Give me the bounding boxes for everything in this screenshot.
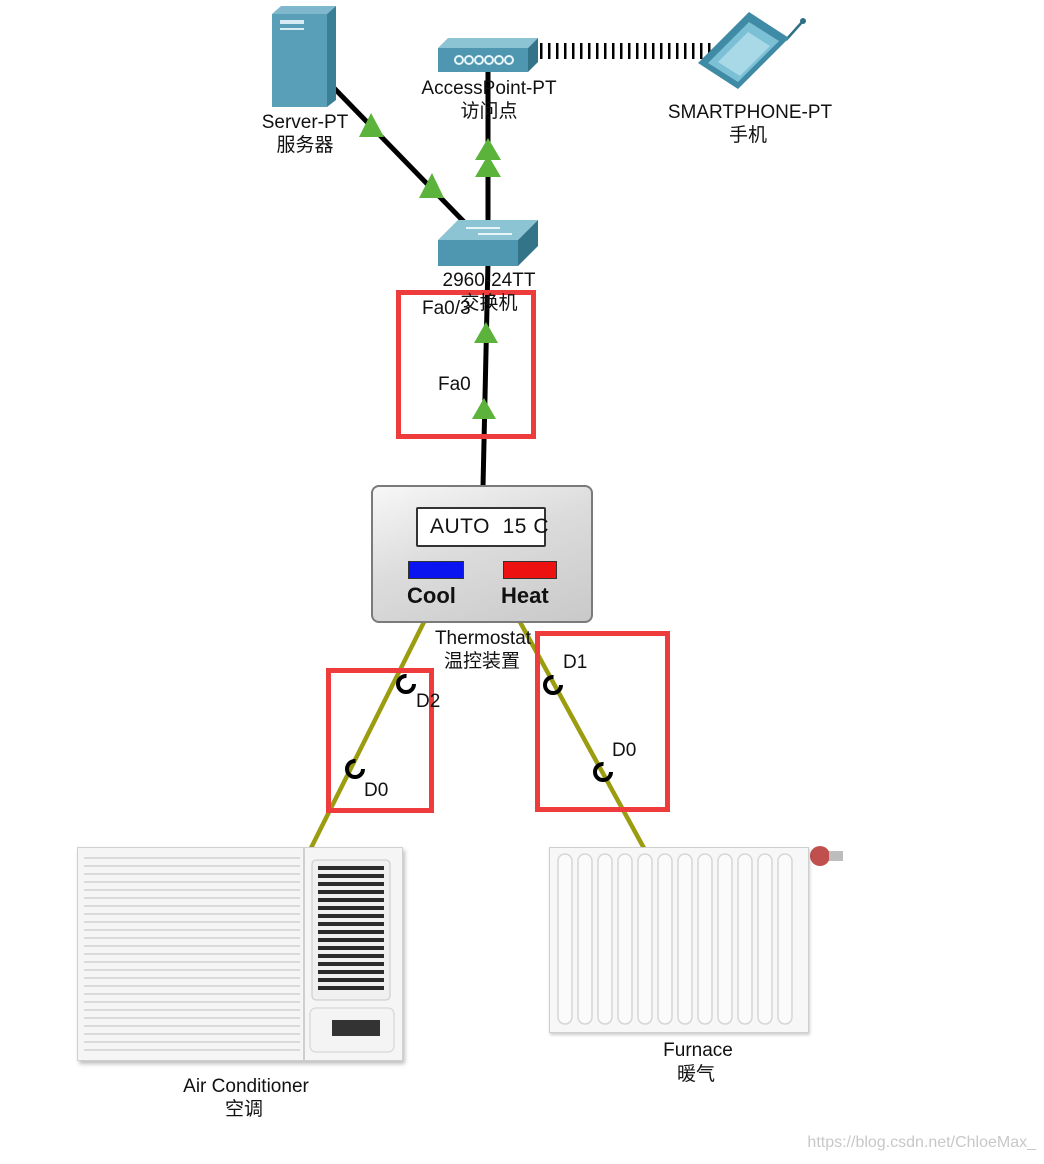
heat-indicator <box>503 561 557 579</box>
highlight-box-switch-thermostat <box>396 290 536 439</box>
connector-ring <box>345 759 365 779</box>
furnace-device[interactable] <box>549 847 809 1033</box>
link-up-indicator <box>419 173 444 198</box>
smartphone-icon[interactable] <box>698 12 806 89</box>
furnace-subtitle-label: 暖气 <box>676 1064 716 1085</box>
air-conditioner-device[interactable] <box>77 847 403 1061</box>
smartphone-name-label: SMARTPHONE-PT <box>667 102 833 123</box>
access-point-subtitle-label: 访问点 <box>460 101 518 122</box>
cool-indicator <box>408 561 464 579</box>
port-label-ac-d0: D0 <box>364 780 389 801</box>
link-up-indicator <box>472 398 496 419</box>
link-up-indicator <box>474 322 498 343</box>
link-up-indicator <box>475 138 501 160</box>
server-icon[interactable] <box>272 6 336 107</box>
port-label-thermostat-fa0: Fa0 <box>438 374 471 395</box>
switch-icon[interactable] <box>438 220 538 266</box>
air-conditioner-name-label: Air Conditioner <box>183 1076 309 1097</box>
connector-ring <box>396 674 416 694</box>
heat-label: Heat <box>501 583 549 608</box>
thermostat-name-label: Thermostat <box>434 628 532 649</box>
thermostat-subtitle-label: 温控装置 <box>443 651 521 672</box>
server-name-label: Server-PT <box>261 112 349 133</box>
link-up-indicator <box>359 113 384 137</box>
valve-icon <box>810 846 843 866</box>
highlight-box-ac-link <box>326 668 434 813</box>
highlight-box-furnace-link <box>535 631 670 812</box>
iot-link-thermostat-furnace[interactable] <box>518 620 647 852</box>
link-up-indicator <box>475 155 501 177</box>
switch-subtitle-label: 交换机 <box>460 293 518 314</box>
furnace-name-label: Furnace <box>663 1040 733 1061</box>
port-label-switch: Fa0/3 <box>422 298 471 319</box>
thermostat-display: AUTO 15 C <box>416 507 548 547</box>
cool-label: Cool <box>407 583 456 608</box>
connector-ring <box>593 762 613 782</box>
switch-name-label: 2960-24TT <box>442 270 536 291</box>
port-label-thermostat-d1: D1 <box>563 652 588 673</box>
thermostat-device[interactable]: AUTO 15 C Cool Heat <box>371 485 593 623</box>
server-subtitle-label: 服务器 <box>276 135 334 156</box>
link-server-switch[interactable] <box>331 85 472 230</box>
air-conditioner-subtitle-label: 空调 <box>224 1099 264 1120</box>
smartphone-subtitle-label: 手机 <box>728 125 768 146</box>
access-point-icon[interactable] <box>438 38 538 72</box>
connector-ring <box>543 675 563 695</box>
port-label-thermostat-d2: D2 <box>416 691 441 712</box>
watermark: https://blog.csdn.net/ChloeMax_ <box>807 1134 1036 1151</box>
port-label-furnace-d0: D0 <box>612 740 637 761</box>
link-switch-thermostat[interactable] <box>480 261 491 488</box>
access-point-name-label: AccessPoint-PT <box>421 78 557 99</box>
